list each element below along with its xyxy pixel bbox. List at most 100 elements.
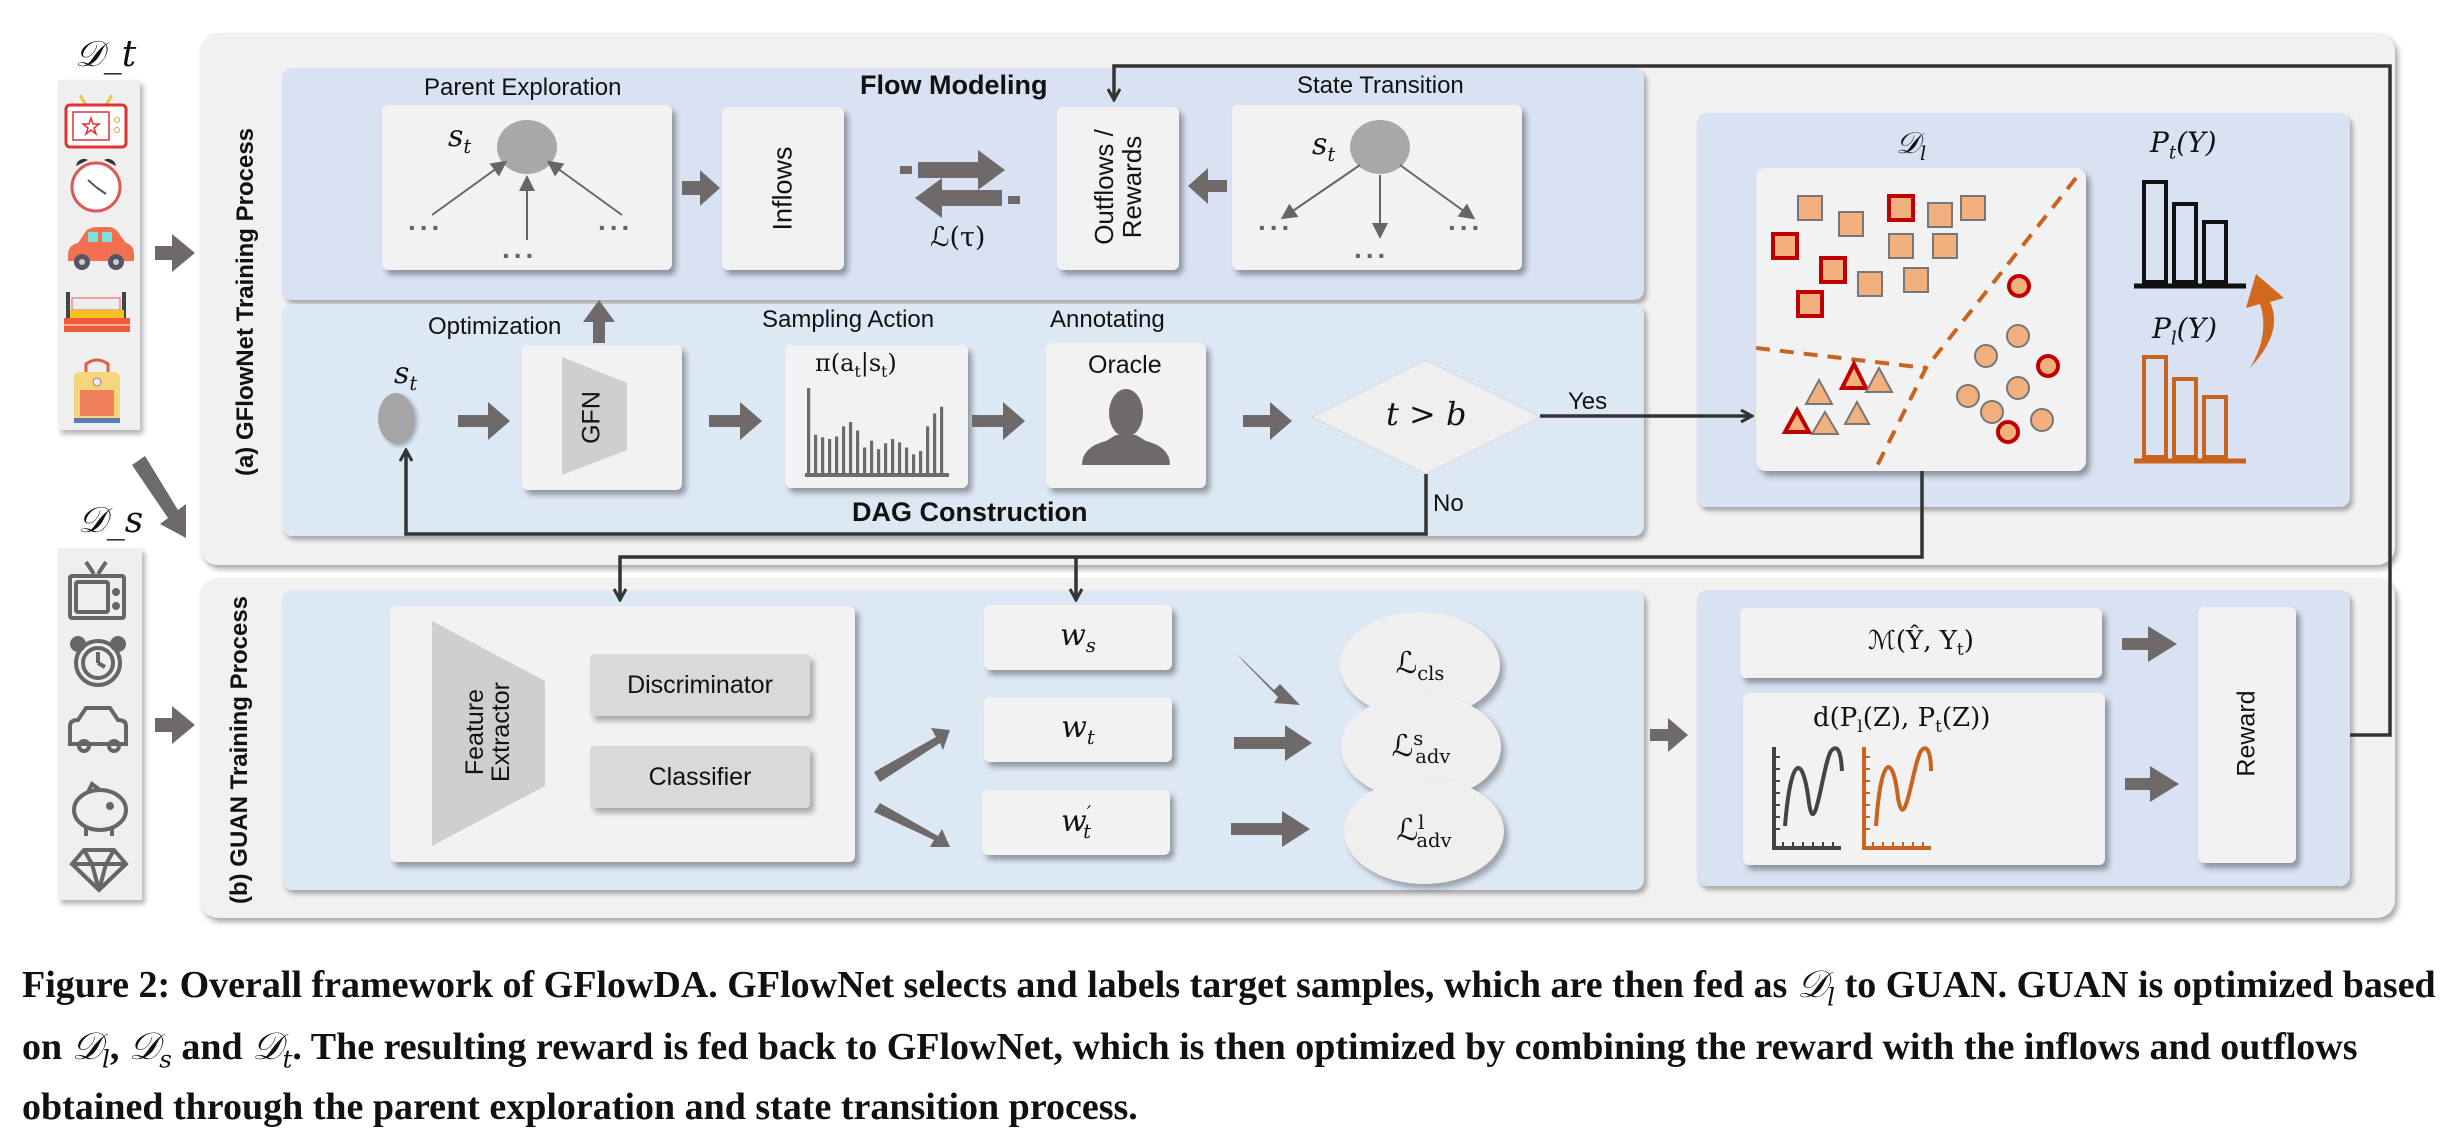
state-label: st <box>394 356 418 395</box>
oracle-label: Oracle <box>1088 351 1162 379</box>
gfn-box: GFN <box>522 345 682 490</box>
state-transition-label: State Transition <box>1297 72 1464 99</box>
source-dataset-strip <box>58 548 142 900</box>
policy-box: π(at|st) <box>785 345 968 488</box>
distribution-bar <box>2142 355 2168 459</box>
class-circle-samples <box>1956 274 2060 444</box>
policy-bar <box>835 436 839 473</box>
target-feature-curve <box>1862 746 1933 850</box>
bed-icon <box>64 292 130 332</box>
tv-icon <box>68 560 126 620</box>
distance-label: d(Pl(Z), Pt(Z)) <box>1813 703 1991 737</box>
annotating-label: Annotating <box>1050 306 1165 333</box>
alignment-arrow-icon <box>2246 274 2284 368</box>
parent-exploration-graph <box>431 120 623 240</box>
ellipsis: ... <box>1448 205 1484 236</box>
policy-bar <box>828 439 832 473</box>
parent-exploration-label: Parent Exploration <box>424 74 622 101</box>
labeled-dataset-label: 𝒟l <box>1896 126 1927 165</box>
gflownet-training-title: (a) GFlowNet Training Process <box>232 127 259 477</box>
policy-distribution-chart <box>805 388 949 477</box>
yes-label: Yes <box>1568 388 1608 415</box>
backbone-card: Feature Extractor Discriminator Classifi… <box>390 606 855 862</box>
flow-modeling-title: Flow Modeling <box>860 70 1048 100</box>
loss-adversarial-labeled: ℒladv <box>1344 778 1504 884</box>
weight-box-labeled-target: w′t <box>982 790 1170 855</box>
policy-bar <box>905 447 909 473</box>
discriminator-box: Discriminator <box>590 654 810 716</box>
alarm-clock-icon <box>70 636 126 687</box>
policy-bar <box>891 439 895 473</box>
policy-bar <box>821 437 825 473</box>
policy-bar <box>933 413 937 473</box>
policy-bar <box>807 388 811 473</box>
ellipsis: ... <box>408 205 444 236</box>
policy-bar <box>856 430 860 473</box>
sample-scatter-card <box>1755 168 2086 471</box>
figure-caption: Figure 2: Overall framework of GFlowDA. … <box>22 962 2436 1129</box>
inflows-label: Inflows <box>767 146 798 231</box>
policy-bar <box>926 426 930 474</box>
target-dataset-label: 𝒟_t <box>75 34 137 75</box>
classifier-box: Classifier <box>590 746 810 808</box>
weight-box-target: wt <box>984 697 1172 762</box>
state-node <box>378 393 414 443</box>
policy-bar <box>898 442 902 473</box>
metric-label: ℳ(Ŷ, Yt) <box>1868 626 1974 660</box>
parent-exploration-card: st ... ... ... <box>382 105 672 270</box>
policy-bar <box>877 449 881 473</box>
distribution-bar <box>2202 220 2228 284</box>
outflows-rewards-box: Outflows / Rewards <box>1057 107 1179 270</box>
feature-extractor-trapezoid <box>432 621 545 846</box>
gfn-label: GFN <box>577 391 606 444</box>
piggy-bank-icon <box>72 780 128 836</box>
ellipsis: ... <box>502 233 538 264</box>
condition-label: t > b <box>1386 395 1467 433</box>
weight-label: wt <box>1061 710 1095 749</box>
block-arrow <box>155 706 195 744</box>
car-icon <box>68 706 128 753</box>
ellipsis: ... <box>1258 205 1294 236</box>
policy-bar <box>849 422 853 473</box>
loss-label: ℒsadv <box>1391 726 1451 768</box>
state-label: st <box>448 119 472 158</box>
car-icon <box>68 227 134 270</box>
policy-bar <box>842 426 846 474</box>
distribution-bar <box>2172 377 2198 459</box>
policy-bar <box>912 454 916 473</box>
reward-label: Reward <box>2232 690 2261 777</box>
distribution-bar <box>2172 202 2198 284</box>
state-node <box>497 120 557 174</box>
policy-label: π(at|st) <box>815 349 897 381</box>
sampling-action-label: Sampling Action <box>762 306 935 333</box>
backpack-icon <box>74 358 120 423</box>
alarm-clock-icon <box>70 158 122 213</box>
distribution-bar <box>2142 180 2168 284</box>
dag-construction-title: DAG Construction <box>852 497 1088 527</box>
weight-label: ws <box>1060 618 1096 657</box>
policy-bar <box>884 443 888 473</box>
gfn-trapezoid <box>562 357 627 475</box>
diamond-icon <box>69 848 129 893</box>
policy-bar <box>814 434 818 474</box>
tv-icon <box>64 94 128 149</box>
oracle-box: Oracle <box>1046 343 1206 488</box>
loss-label: ℒcls <box>1395 645 1445 685</box>
labeled-distribution-chart <box>2134 355 2246 464</box>
outflows-label: Outflows / Rewards <box>1089 129 1147 245</box>
labeled-feature-curve <box>1772 746 1844 850</box>
weight-box-source: ws <box>984 605 1172 670</box>
class-triangle-samples <box>1781 359 1894 435</box>
target-dataset-strip <box>58 80 140 430</box>
policy-bar <box>863 447 867 473</box>
trajectory-loss-label: ℒ(τ) <box>930 222 986 253</box>
guan-training-title: (b) GUAN Training Process <box>226 595 253 905</box>
distance-box: d(Pl(Z), Pt(Z)) <box>1743 693 2105 865</box>
block-arrow <box>155 234 195 272</box>
loss-label: ℒladv <box>1396 810 1452 852</box>
state-transition-card: st ... ... ... <box>1232 105 1522 270</box>
inflows-box: Inflows <box>722 107 844 270</box>
policy-bar <box>940 406 944 473</box>
reward-box: Reward <box>2198 607 2296 863</box>
weight-label: w′t <box>1061 802 1092 843</box>
